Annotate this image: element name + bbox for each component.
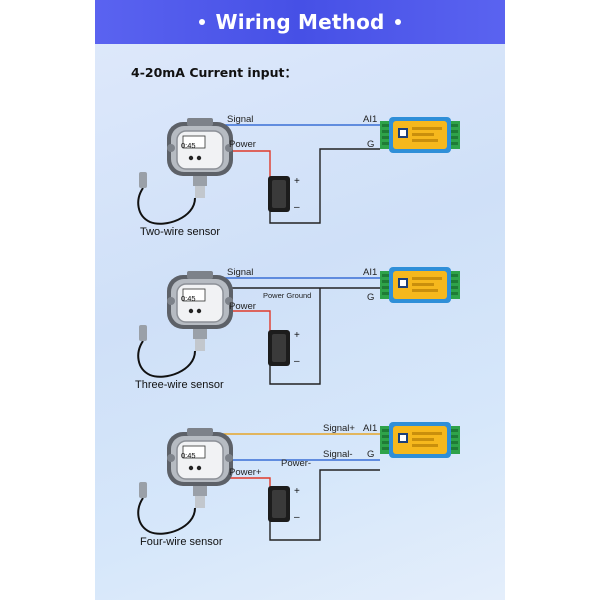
sensor-cable [137, 187, 196, 225]
supply-plus-label: + [294, 330, 300, 341]
g-label: G [367, 139, 374, 150]
sensor-cable [137, 497, 196, 535]
caption-three-wire: Three-wire sensor [135, 379, 224, 391]
ai1-label: AI1 [363, 114, 377, 125]
power-supply [268, 176, 290, 212]
caption-four-wire: Four-wire sensor [140, 536, 223, 548]
acquisition-module [380, 117, 460, 153]
supply-plus-label: + [294, 486, 300, 497]
power-plus-label: Power+ [229, 467, 262, 478]
supply-minus-label: – [294, 356, 300, 367]
section-subtitle: 4-20mA Current input： [131, 65, 297, 80]
diagram-three-wire: 0:45 + – Signal Power Ground Power AI1 G… [135, 267, 460, 391]
page-title: Wiring Method [215, 10, 385, 34]
power-label: Power [229, 301, 256, 312]
power-supply [268, 330, 290, 366]
power-minus-label: Power- [281, 458, 311, 469]
bullet-dot-left [199, 19, 206, 25]
supply-minus-label: – [294, 512, 300, 523]
signal-label: Signal [227, 267, 253, 278]
header-banner: Wiring Method [95, 0, 505, 44]
signal-label: Signal [227, 114, 253, 125]
signal-minus-label: Signal- [323, 449, 353, 460]
power-label: Power [229, 139, 256, 150]
signal-plus-label: Signal+ [323, 423, 355, 434]
ai1-label: AI1 [363, 423, 377, 434]
sensor-display-text: 0:45 [181, 451, 196, 460]
sensor-transmitter [166, 271, 234, 351]
power-supply [268, 486, 290, 522]
sensor-probe [139, 172, 147, 188]
sensor-probe [139, 482, 147, 498]
g-label: G [367, 449, 374, 460]
sensor-display-text: 0:45 [181, 294, 196, 303]
wiring-diagrams: 0:45 + – Signal Power AI1 G Two-wire sen… [135, 114, 460, 548]
acquisition-module [380, 422, 460, 458]
sensor-cable [137, 340, 196, 378]
diagram-two-wire: 0:45 + – Signal Power AI1 G Two-wire sen… [137, 114, 460, 238]
g-label: G [367, 292, 374, 303]
sensor-display-text: 0:45 [181, 141, 196, 150]
wiring-page: Wiring Method 4-20mA Current input： [95, 0, 505, 600]
ai1-label: AI1 [363, 267, 377, 278]
acquisition-module [380, 267, 460, 303]
sensor-transmitter [166, 428, 234, 508]
caption-two-wire: Two-wire sensor [140, 226, 220, 238]
bullet-dot-right [394, 19, 401, 25]
sensor-transmitter [166, 118, 234, 198]
supply-plus-label: + [294, 176, 300, 187]
diagram-four-wire: 0:45 + – Signal+ Signal- Power- Power+ A… [137, 422, 460, 548]
supply-minus-label: – [294, 202, 300, 213]
power-ground-label: Power Ground [263, 291, 311, 300]
sensor-probe [139, 325, 147, 341]
wiring-lines [210, 277, 380, 385]
